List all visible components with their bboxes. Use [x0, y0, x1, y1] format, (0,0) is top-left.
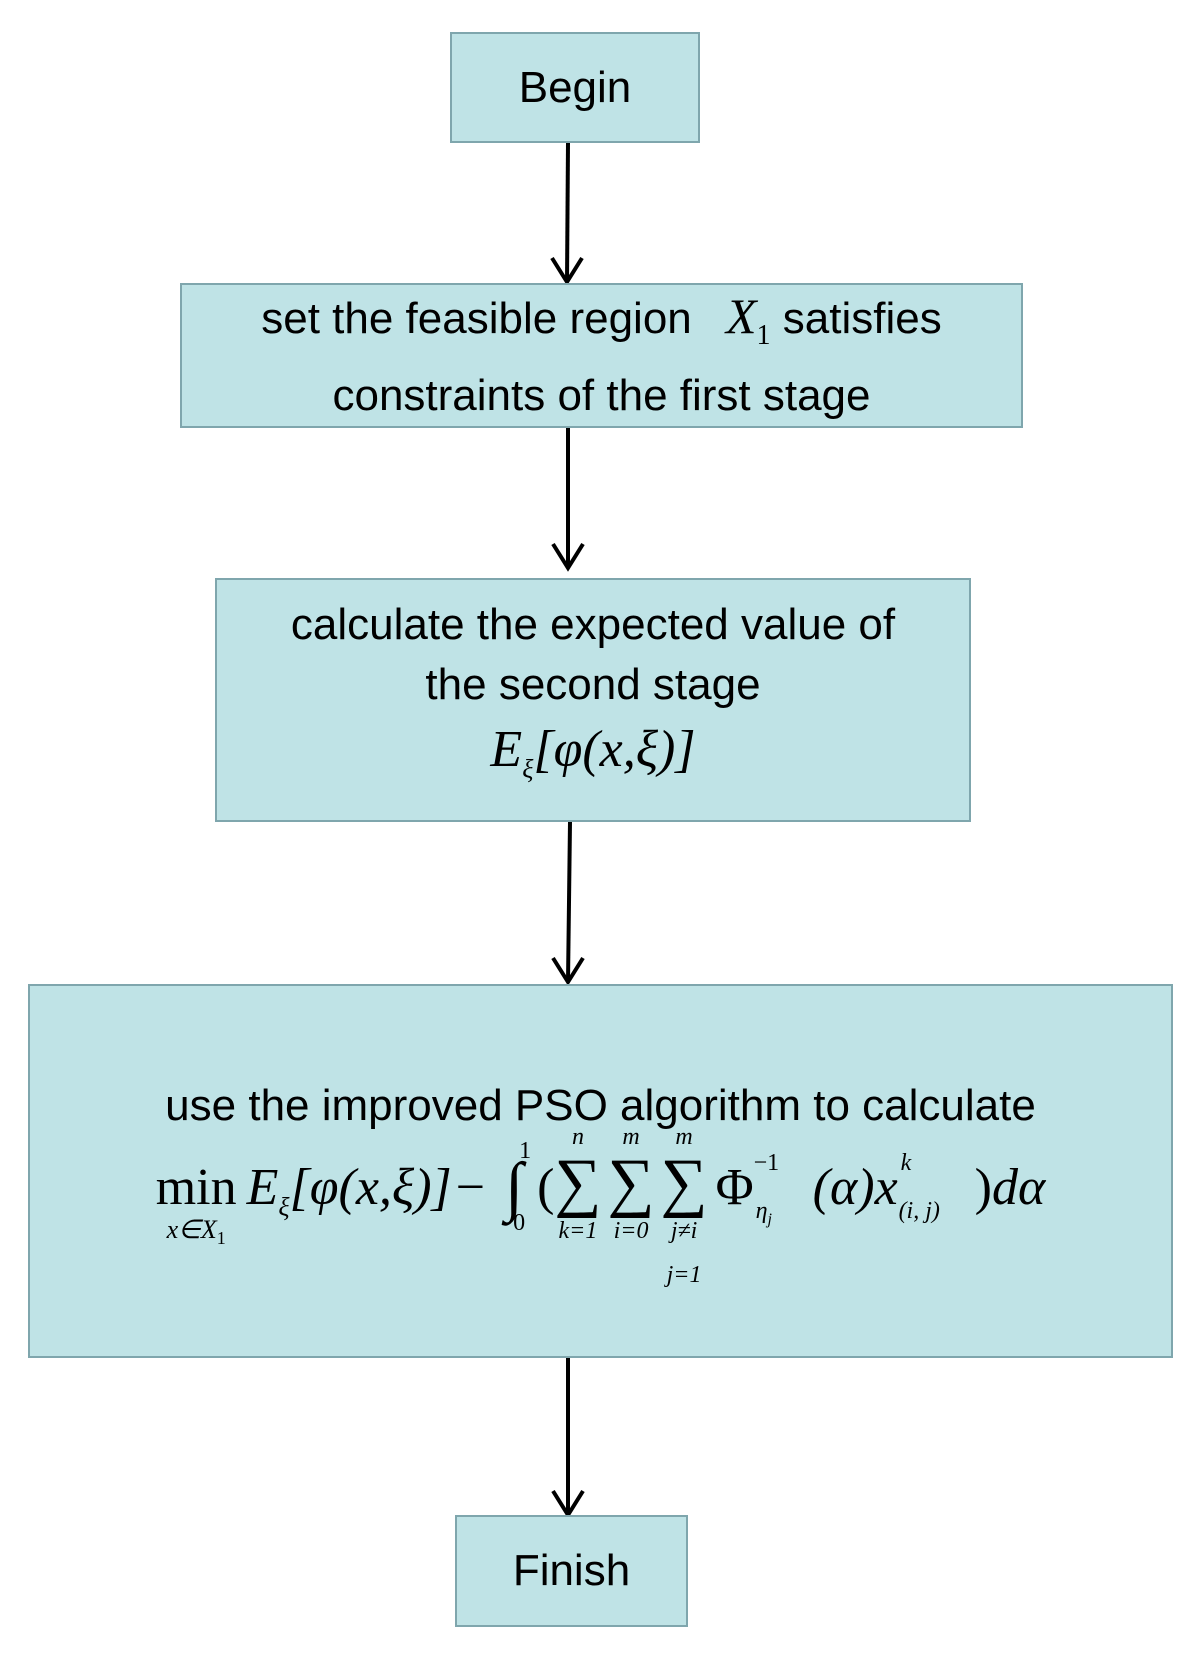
feasible-region-node: set the feasible region X1 satisfies con…: [180, 283, 1023, 428]
sigma-k: ∑: [554, 1146, 602, 1219]
x-sup: k: [900, 1150, 912, 1176]
pso-node: use the improved PSO algorithm to calcul…: [28, 984, 1173, 1358]
phi-inverse: Φ −1 ηj: [715, 1150, 813, 1228]
min-operator: min x∈X1: [156, 1160, 237, 1252]
step2-line1: calculate the expected value of: [290, 600, 896, 650]
d-alpha: dα: [991, 1159, 1046, 1216]
arrowhead-3: [551, 956, 585, 986]
E-term: Eξ[φ(x,ξ)]: [247, 1160, 452, 1235]
bracket-expression: [φ(x,ξ)]: [289, 1159, 452, 1216]
begin-label: Begin: [518, 62, 632, 112]
x-term: x k (i, j): [874, 1150, 975, 1224]
expected-value-node: calculate the expected value of the seco…: [215, 578, 971, 822]
sigma-i: ∑: [607, 1146, 655, 1219]
finish-node: Finish: [455, 1515, 688, 1627]
arrowhead-1: [550, 256, 584, 286]
phi-sub-idx: j: [767, 1210, 772, 1228]
phi-letter: Φ: [715, 1159, 754, 1216]
minus-sign: −: [455, 1159, 486, 1216]
step1-line1: set the feasible region X1 satisfies: [261, 286, 941, 366]
x-letter: x: [874, 1159, 898, 1216]
sum-k: n ∑ k=1: [554, 1124, 601, 1246]
step3-line1: use the improved PSO algorithm to calcul…: [165, 1081, 1036, 1130]
step1-var-sub: 1: [756, 319, 771, 351]
step1-text-pre: set the feasible region: [261, 293, 692, 343]
phi-sub: ηj: [756, 1198, 772, 1233]
sum-k-bottom: k=1: [558, 1218, 598, 1244]
step2-E-sub: ξ: [522, 754, 534, 784]
step1-line2: constraints of the first stage: [332, 370, 871, 420]
sigma-j: ∑: [660, 1146, 708, 1219]
E-sub: ξ: [278, 1192, 290, 1222]
step2-bracket-expr: [φ(x,ξ)]: [533, 721, 696, 779]
arrowhead-2: [551, 542, 585, 572]
sum-j-top: m: [675, 1124, 693, 1150]
sum-j: m ∑ j≠i j=1: [661, 1124, 708, 1290]
sum-k-top: n: [571, 1124, 584, 1150]
arrow-step2-to-step3: [566, 821, 572, 983]
left-paren: (: [537, 1159, 555, 1216]
min-subscript: x∈X1: [167, 1216, 226, 1252]
right-paren: ): [974, 1159, 992, 1216]
finish-label: Finish: [512, 1546, 631, 1595]
min-text: min: [155, 1159, 237, 1216]
integral-lower: 0: [513, 1210, 526, 1236]
step1-var-letter: X: [726, 287, 757, 344]
sum-i-bottom: i=0: [613, 1218, 649, 1244]
step1-text-post: satisfies: [782, 293, 942, 343]
step2-formula: Eξ[φ(x,ξ)]: [490, 715, 695, 804]
sum-i-top: m: [622, 1124, 640, 1150]
phi-sub-eta: η: [755, 1198, 768, 1224]
min-sub-text: x∈X: [166, 1215, 217, 1244]
E-letter: E: [246, 1159, 279, 1216]
step1-var: X1: [726, 287, 771, 351]
step2-line2: the second stage: [425, 660, 761, 710]
pso-formula: min x∈X1 Eξ[φ(x,ξ)] − ∫ 1 0 ( n ∑ k=1 m …: [156, 1124, 1046, 1290]
x-sub: (i, j): [898, 1198, 940, 1224]
sum-j-bottom: j≠i: [670, 1218, 698, 1244]
min-sub-idx: 1: [216, 1228, 226, 1249]
alpha-expression: (α): [812, 1159, 875, 1216]
sum-i: m ∑ i=0: [607, 1124, 654, 1246]
integral-upper: 1: [519, 1138, 532, 1164]
phi-sup: −1: [753, 1150, 780, 1176]
begin-node: Begin: [450, 32, 700, 143]
arrow-begin-to-step1: [565, 142, 570, 283]
sum-j-bottom2: j=1: [666, 1262, 702, 1288]
integral: ∫ 1 0: [491, 1138, 537, 1236]
integral-sign: ∫: [505, 1150, 524, 1223]
step2-E: E: [490, 721, 523, 779]
